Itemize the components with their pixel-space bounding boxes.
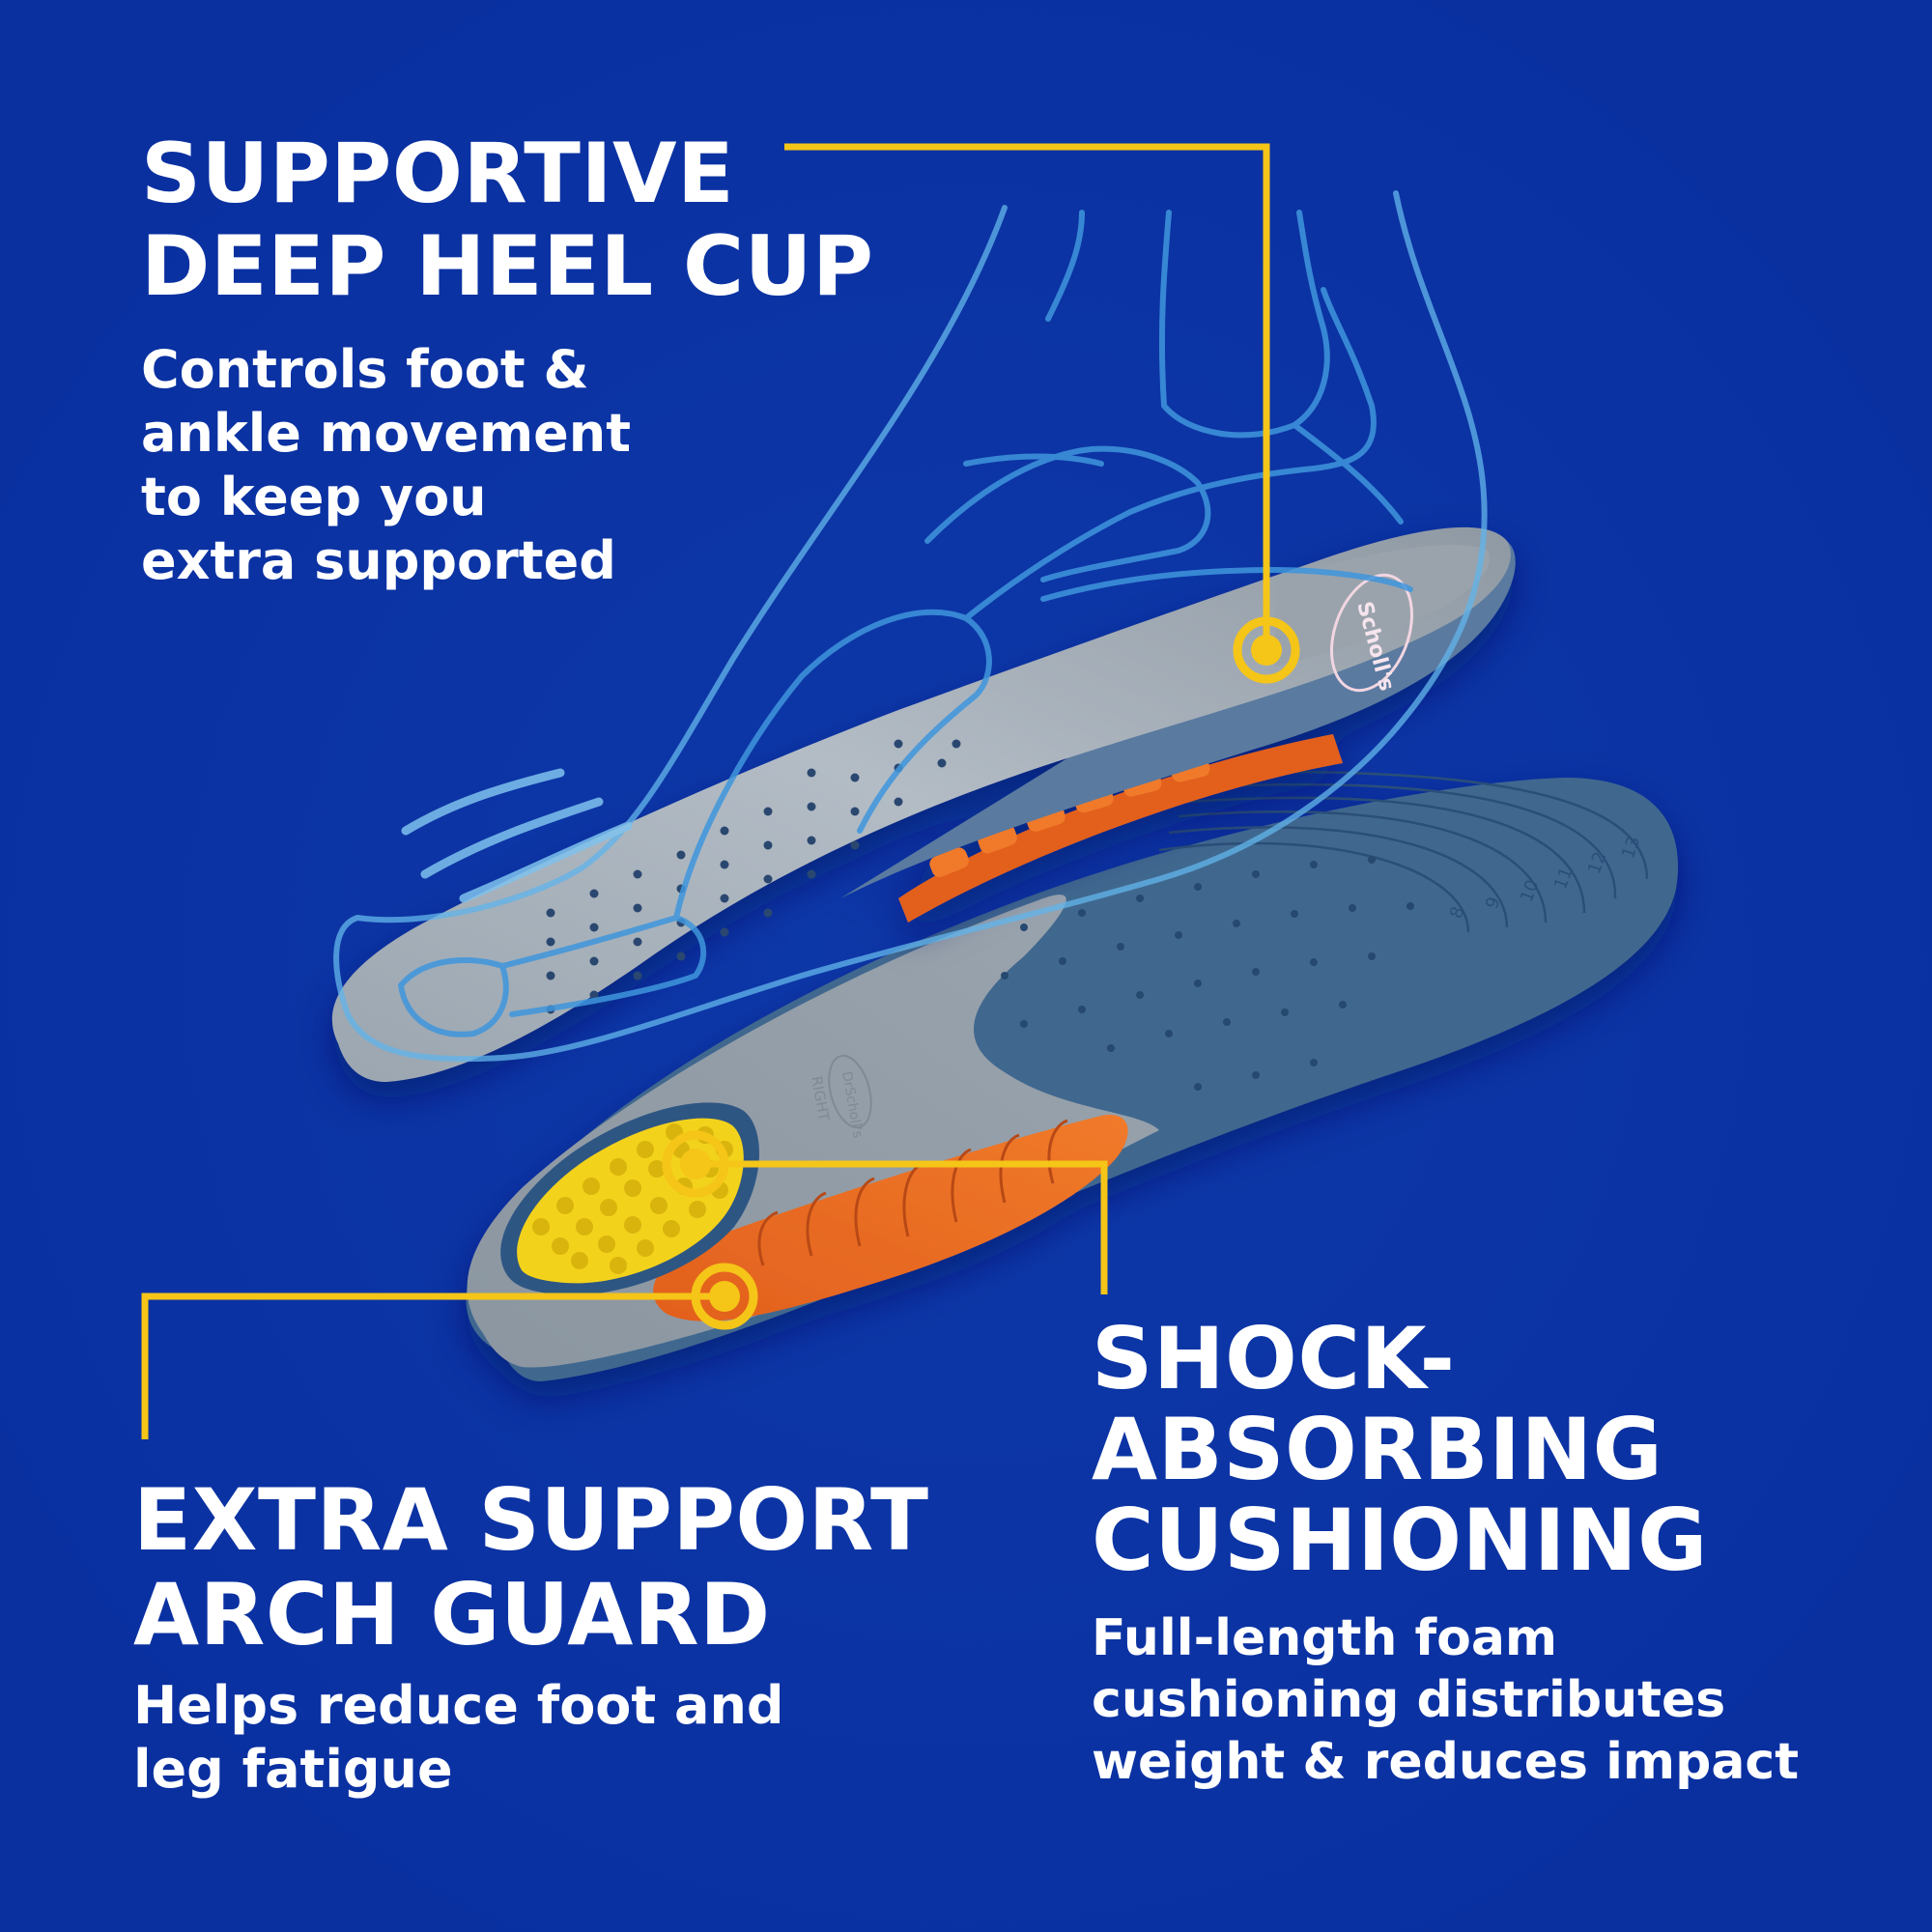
heading-line: DEEP HEEL CUP — [141, 218, 874, 315]
feature-arch-guard: EXTRA SUPPORT ARCH GUARD Helps reduce fo… — [133, 1473, 928, 1802]
heel-callout-line — [784, 143, 1270, 638]
size-guide-arcs — [1158, 770, 1649, 933]
feature-heel-cup: SUPPORTIVE DEEP HEEL CUP Controls foot &… — [141, 128, 874, 593]
heading-line: EXTRA SUPPORT — [133, 1470, 929, 1570]
heading-line: SUPPORTIVE — [141, 126, 735, 222]
description-line: leg fatigue — [133, 1739, 453, 1800]
description-line: extra supported — [141, 530, 616, 591]
description-line: weight & reduces impact — [1092, 1733, 1800, 1791]
arch-callout-line — [141, 1293, 724, 1439]
callout-markers — [662, 616, 1300, 1330]
description-line: Full-length foam — [1092, 1609, 1558, 1667]
arch-callout-marker-icon — [691, 1263, 758, 1330]
perforation-dots — [1001, 856, 1414, 1091]
callout-lines — [141, 143, 1270, 1439]
description-line: Helps reduce foot and — [133, 1675, 784, 1736]
foot-outline — [333, 190, 1488, 1063]
top-insole-orange-ridges — [898, 734, 1343, 923]
arch-gel-ribs — [757, 1119, 1068, 1266]
feature-heading: SUPPORTIVE DEEP HEEL CUP — [141, 128, 874, 313]
feature-description: Controls foot & ankle movement to keep y… — [141, 338, 874, 593]
heading-line: SHOCK- — [1092, 1309, 1456, 1408]
cushioning-callout-marker-icon — [662, 1130, 729, 1198]
heading-line: CUSHIONING — [1092, 1491, 1708, 1590]
description-line: to keep you — [141, 467, 487, 527]
top-brand-oval — [1329, 573, 1414, 693]
heel-callout-marker-icon — [1233, 616, 1300, 684]
heading-line: ABSORBING — [1092, 1400, 1663, 1499]
cushioning-callout-line — [696, 1160, 1108, 1294]
feature-description: Helps reduce foot and leg fatigue — [133, 1674, 928, 1802]
feature-cushioning: SHOCK- ABSORBING CUSHIONING Full-length … — [1092, 1314, 1799, 1793]
heading-line: ARCH GUARD — [133, 1565, 771, 1664]
description-line: ankle movement — [141, 403, 632, 464]
feature-description: Full-length foam cushioning distributes … — [1092, 1607, 1799, 1793]
top-perforation-dots — [546, 739, 961, 1014]
feature-heading: EXTRA SUPPORT ARCH GUARD — [133, 1473, 928, 1662]
description-line: Controls foot & — [141, 339, 589, 400]
description-line: cushioning distributes — [1092, 1671, 1726, 1729]
feature-heading: SHOCK- ABSORBING CUSHIONING — [1092, 1314, 1799, 1586]
